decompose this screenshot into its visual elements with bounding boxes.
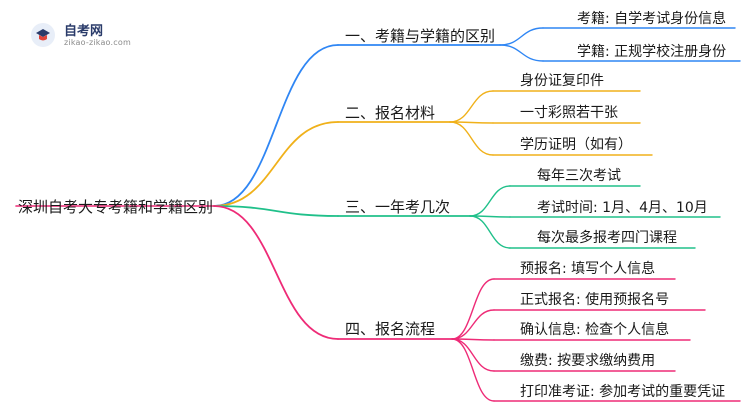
branch-3-connector: [213, 205, 339, 217]
branch-4-connector: [213, 205, 339, 340]
branch-3-leaf-3: 每次最多报考四门课程: [537, 230, 677, 246]
branch-1-leaf-2: 学籍: 正规学校注册身份: [577, 44, 727, 60]
branch-4-leaf-3: 确认信息: 检查个人信息: [520, 322, 670, 338]
branch-1-label: 一、考籍与学籍的区别: [345, 27, 496, 45]
branch-3-leaf-3-connector: [469, 215, 511, 249]
branch-4-leaf-5: 打印准考证: 参加考试的重要凭证: [520, 384, 726, 400]
branch-2-leaf-1-connector: [449, 90, 494, 123]
branch-3-leaf-2: 考试时间: 1月、4月、10月: [537, 200, 708, 216]
branch-3-label: 三、一年考几次: [345, 198, 451, 216]
branch-4-leaf-4-connector: [451, 338, 495, 372]
logo-title: 自考网: [64, 24, 104, 39]
branch-1-leaf-1: 考籍: 自学考试身份信息: [577, 11, 727, 27]
branch-2-leaf-3: 学历证明（如有）: [520, 137, 632, 153]
branch-4-label: 四、报名流程: [345, 320, 436, 338]
branch-2-leaf-1: 身份证复印件: [520, 73, 604, 89]
branch-4-leaf-2: 正式报名: 使用预报名号: [520, 292, 670, 308]
graduation-cap-icon: [31, 23, 55, 47]
branch-4-leaf-1: 预报名: 填写个人信息: [520, 261, 656, 277]
branch-3-leaf-1: 每年三次考试: [537, 168, 621, 184]
branch-1-connector: [213, 44, 339, 207]
branch-2-leaf-2: 一寸彩照若干张: [520, 105, 618, 121]
site-logo: 自考网 zikao-zikao.com: [30, 18, 140, 52]
branch-3-leaf-1-connector: [469, 185, 511, 217]
branch-4-leaf-2-connector: [451, 309, 495, 340]
logo-url: zikao-zikao.com: [64, 38, 131, 47]
branch-2-label: 二、报名材料: [345, 104, 436, 122]
branch-1-leaf-2-connector: [499, 44, 544, 62]
branch-4-leaf-1-connector: [451, 278, 495, 340]
branch-4-leaf-4: 缴费: 按要求缴纳费用: [520, 353, 656, 369]
branch-2-connector: [213, 121, 339, 207]
branch-1-leaf-1-connector: [499, 27, 544, 46]
branch-4-leaf-5-connector: [451, 338, 495, 402]
root-topic: 深圳自考大专考籍和学籍区别: [18, 198, 214, 216]
branch-2-leaf-3-connector: [449, 121, 494, 156]
